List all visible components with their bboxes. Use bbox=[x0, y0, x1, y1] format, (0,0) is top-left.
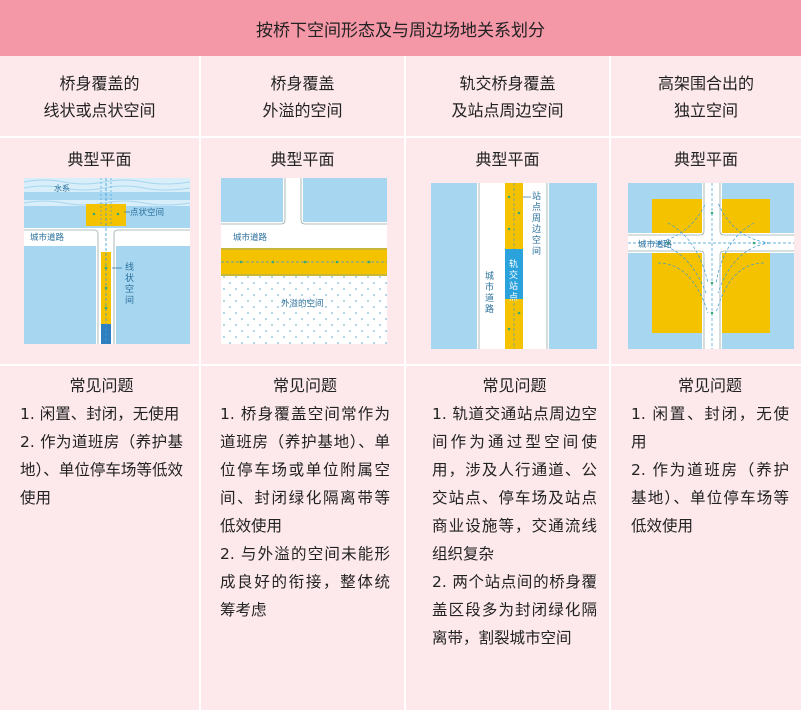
row-divider bbox=[0, 136, 801, 138]
svg-text:空: 空 bbox=[532, 234, 541, 246]
problem-item: 1. 轨道交通站点周边空间作为通过型空间使用，涉及人行通道、公交站点、停车场及站… bbox=[432, 405, 597, 563]
svg-text:周: 周 bbox=[532, 213, 541, 224]
problem-item: 1. 桥身覆盖空间常作为道班房（养护基地）、单位停车场或单位附属空间、封闭绿化隔… bbox=[220, 405, 390, 535]
svg-text:城: 城 bbox=[485, 271, 494, 282]
svg-text:空: 空 bbox=[125, 283, 134, 295]
problems-cell-2: 常见问题 1. 桥身覆盖空间常作为道班房（养护基地）、单位停车场或单位附属空间、… bbox=[220, 372, 390, 624]
problem-item: 2. 作为道班房（养护基地）、单位停车场等低效使用 bbox=[631, 461, 789, 535]
plan-diagram-enclosed: 城市道路 bbox=[628, 183, 794, 349]
svg-text:点: 点 bbox=[532, 202, 541, 213]
table-title: 按桥下空间形态及与周边场地关系划分 bbox=[0, 0, 801, 56]
label-water: 水系 bbox=[54, 183, 70, 193]
column-header-1: 桥身覆盖的线状或点状空间 bbox=[43, 74, 156, 120]
column-divider bbox=[199, 56, 201, 710]
svg-text:间: 间 bbox=[125, 294, 134, 306]
problems-cell-1: 常见问题 1. 闲置、封闭，无使用 2. 作为道班房（养护基地）、单位停车场等低… bbox=[20, 372, 183, 512]
column-divider bbox=[404, 56, 406, 710]
label-overflow-space: 外溢的空间 bbox=[281, 298, 324, 309]
row-divider bbox=[0, 364, 801, 366]
svg-text:状: 状 bbox=[125, 272, 134, 284]
label-point-space: 点状空间 bbox=[130, 207, 164, 218]
svg-text:市: 市 bbox=[485, 281, 494, 293]
problem-item: 2. 两个站点间的桥身覆盖区段多为封闭绿化隔离带，割裂城市空间 bbox=[432, 573, 597, 647]
problems-cell-3: 常见问题 1. 轨道交通站点周边空间作为通过型空间使用，涉及人行通道、公交站点、… bbox=[432, 372, 597, 652]
svg-text:交: 交 bbox=[509, 269, 518, 281]
label-city-road: 城市道路 bbox=[30, 232, 65, 243]
column-header-4: 高架围合出的独立空间 bbox=[657, 74, 754, 120]
svg-text:点: 点 bbox=[509, 292, 518, 303]
plan-label: 典型平面 bbox=[67, 150, 132, 169]
svg-text:站: 站 bbox=[509, 280, 518, 292]
svg-text:路: 路 bbox=[485, 303, 494, 315]
svg-text:间: 间 bbox=[532, 245, 541, 257]
label-city-road: 城市道路 bbox=[638, 239, 673, 250]
plan-label: 典型平面 bbox=[475, 150, 540, 169]
plan-diagram-overflow: 城市道路 外溢的空间 bbox=[221, 178, 387, 344]
problem-item: 1. 闲置、封闭，无使用 bbox=[631, 405, 789, 451]
problem-item: 2. 作为道班房（养护基地）、单位停车场等低效使用 bbox=[20, 433, 183, 507]
plan-label: 典型平面 bbox=[673, 150, 738, 169]
problem-item: 1. 闲置、封闭，无使用 bbox=[20, 405, 180, 423]
svg-text:道: 道 bbox=[485, 292, 494, 304]
plan-label: 典型平面 bbox=[270, 150, 335, 169]
svg-text:轨: 轨 bbox=[509, 258, 518, 270]
svg-text:站: 站 bbox=[532, 190, 541, 202]
svg-text:线: 线 bbox=[125, 261, 134, 273]
svg-text:边: 边 bbox=[532, 224, 541, 235]
problem-item: 2. 与外溢的空间未能形成良好的衔接，整体统筹考虑 bbox=[220, 545, 390, 619]
plan-diagram-rail-station: 站 点 周 边 空 间 城 市 道 路 轨 交 站 点 bbox=[431, 183, 597, 349]
problems-cell-4: 常见问题 1. 闲置、封闭，无使用 2. 作为道班房（养护基地）、单位停车场等低… bbox=[631, 372, 789, 540]
label-city-road: 城市道路 bbox=[233, 232, 268, 243]
column-divider bbox=[609, 56, 611, 710]
column-header-3: 轨交桥身覆盖及站点周边空间 bbox=[451, 74, 564, 120]
column-header-2: 桥身覆盖外溢的空间 bbox=[262, 74, 343, 120]
plan-diagram-linear-point: 水系 点状空间 城市道路 线 状 空 间 bbox=[24, 178, 190, 344]
